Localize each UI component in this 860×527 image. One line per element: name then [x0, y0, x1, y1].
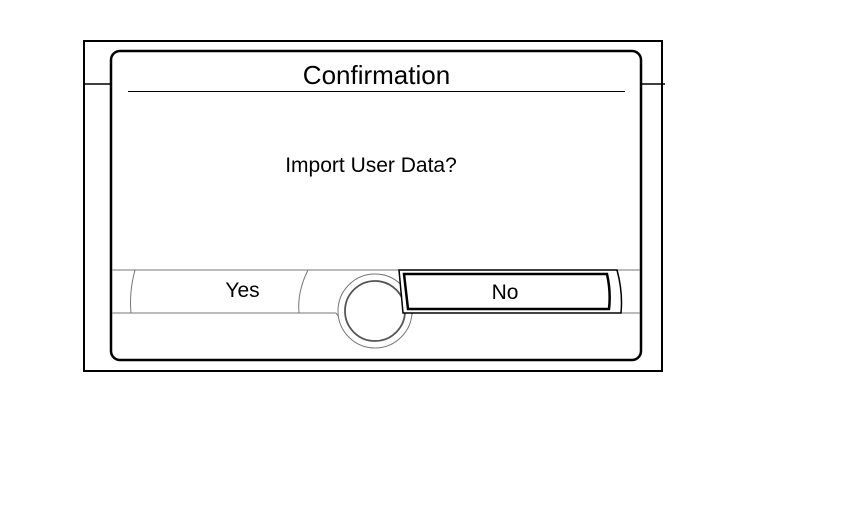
yes-key-right-edge	[298, 269, 309, 314]
dialog-artwork	[83, 49, 665, 362]
dialog-message: Import User Data?	[285, 154, 457, 177]
yes-button[interactable]: Yes	[225, 279, 260, 302]
no-key-inner-outline	[402, 272, 611, 311]
no-button[interactable]: No	[491, 281, 519, 304]
center-knob-inner	[344, 280, 406, 342]
dialog-title: Confirmation	[302, 60, 451, 90]
dialog-border	[109, 49, 643, 362]
yes-key-left-edge	[130, 269, 136, 314]
title-divider	[128, 91, 625, 92]
